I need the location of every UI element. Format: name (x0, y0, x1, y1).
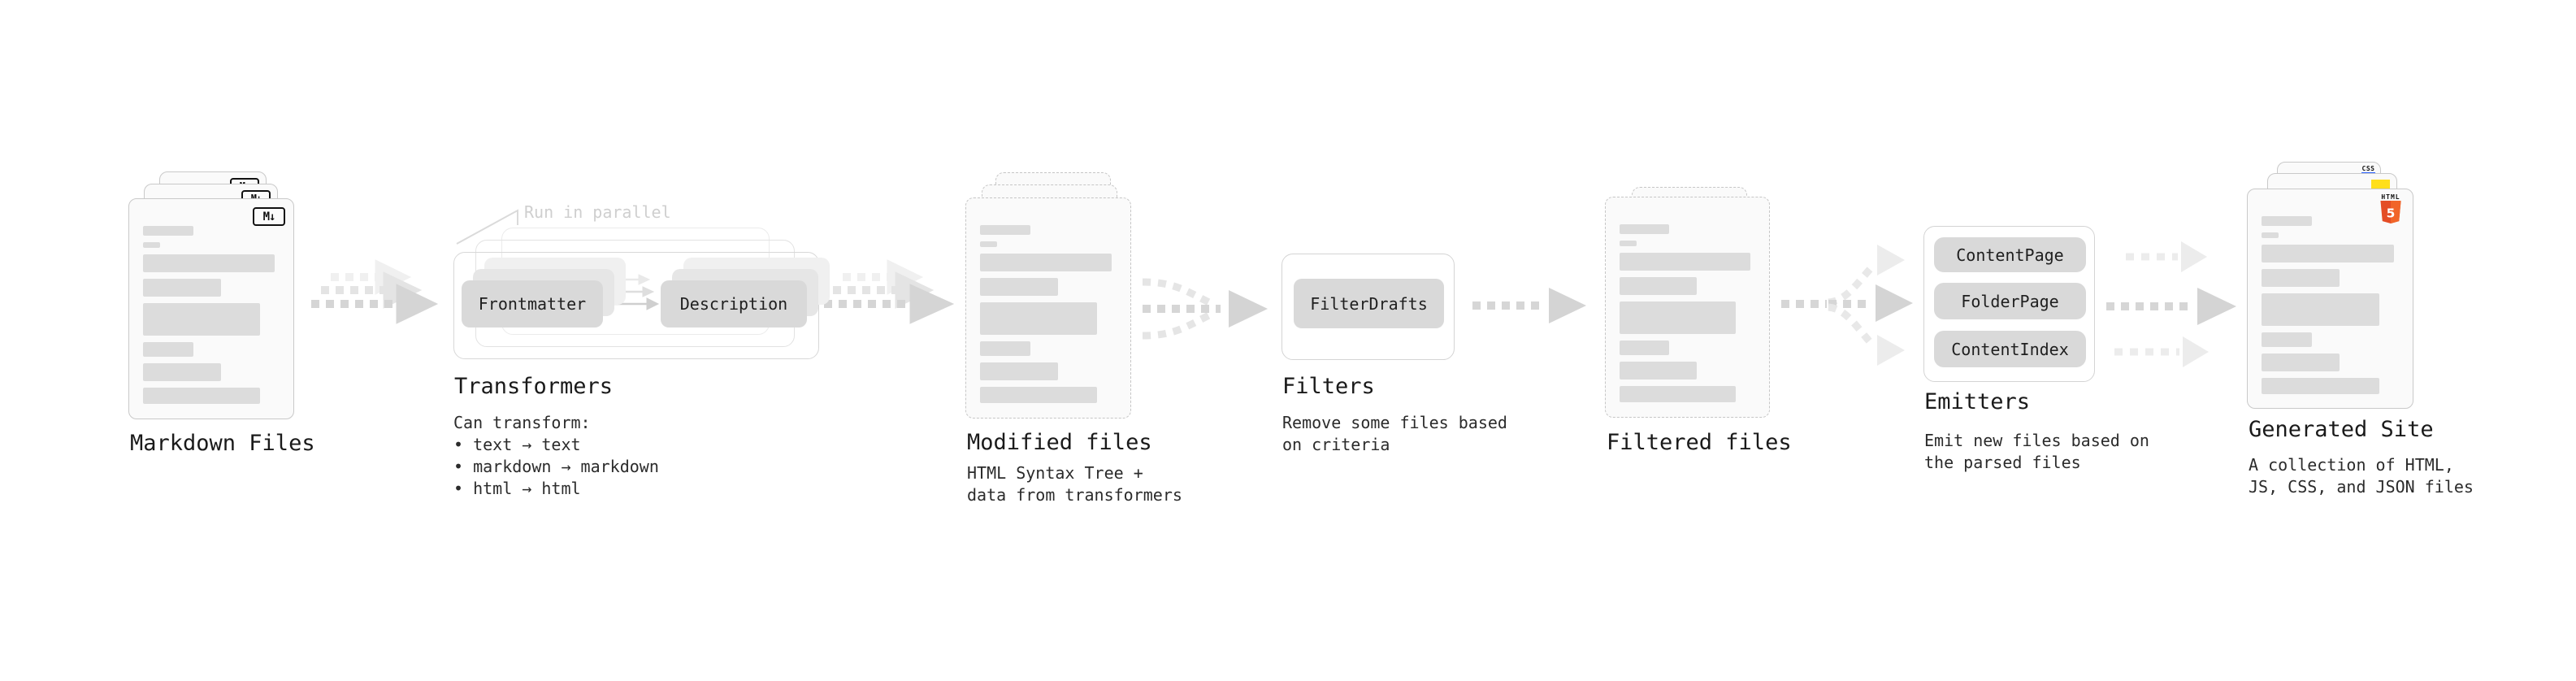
document-placeholder-lines (2262, 216, 2394, 394)
document-placeholder-lines (143, 226, 275, 404)
modified-files-label: Modified files (967, 430, 1152, 455)
javascript-icon (2371, 180, 2390, 189)
run-in-parallel-note: Run in parallel (524, 202, 671, 222)
markdown-files-label: Markdown Files (130, 431, 315, 456)
arrow-transformers-to-modified (824, 259, 955, 324)
modified-file-page-front (965, 197, 1131, 419)
transformers-label: Transformers (454, 374, 614, 399)
filters-description: Remove some files based on criteria (1282, 413, 1507, 454)
contentpage-chip: ContentPage (1934, 237, 2086, 272)
arrow-filters-to-filtered (1472, 288, 1586, 323)
svg-text:5: 5 (2387, 206, 2396, 220)
transformers-description: Can transform: • text → text • markdown … (453, 413, 659, 498)
document-placeholder-lines (980, 225, 1112, 403)
arrow-filtered-to-emitters (1781, 245, 1913, 366)
arrow-emitters-to-generated (2106, 241, 2236, 367)
markdown-file-page-front: M↓ (128, 198, 294, 419)
filtered-file-page-front (1605, 197, 1770, 418)
filtered-files-label: Filtered files (1607, 430, 1792, 455)
filters-label: Filters (1282, 374, 1375, 399)
transformer-stack-outline-front (453, 252, 819, 359)
frontmatter-chip: Frontmatter (462, 280, 603, 327)
generated-site-description: A collection of HTML, JS, CSS, and JSON … (2249, 455, 2474, 497)
filterdrafts-chip: FilterDrafts (1294, 279, 1444, 328)
generated-html-page: HTML 5 (2247, 189, 2413, 409)
contentindex-chip: ContentIndex (1934, 331, 2086, 367)
folderpage-chip: FolderPage (1934, 283, 2086, 319)
emitters-description: Emit new files based on the parsed files (1924, 431, 2149, 472)
arrow-modified-to-filters (1142, 278, 1268, 340)
arrow-markdown-to-transformers (311, 259, 439, 324)
modified-files-description: HTML Syntax Tree + data from transformer… (967, 463, 1182, 505)
markdown-icon: M↓ (253, 207, 285, 226)
generated-site-label: Generated Site (2249, 417, 2434, 442)
emitters-label: Emitters (1924, 389, 2031, 414)
html5-icon: HTML 5 (2379, 193, 2402, 228)
document-placeholder-lines (1620, 224, 1750, 402)
description-chip: Description (661, 280, 807, 327)
